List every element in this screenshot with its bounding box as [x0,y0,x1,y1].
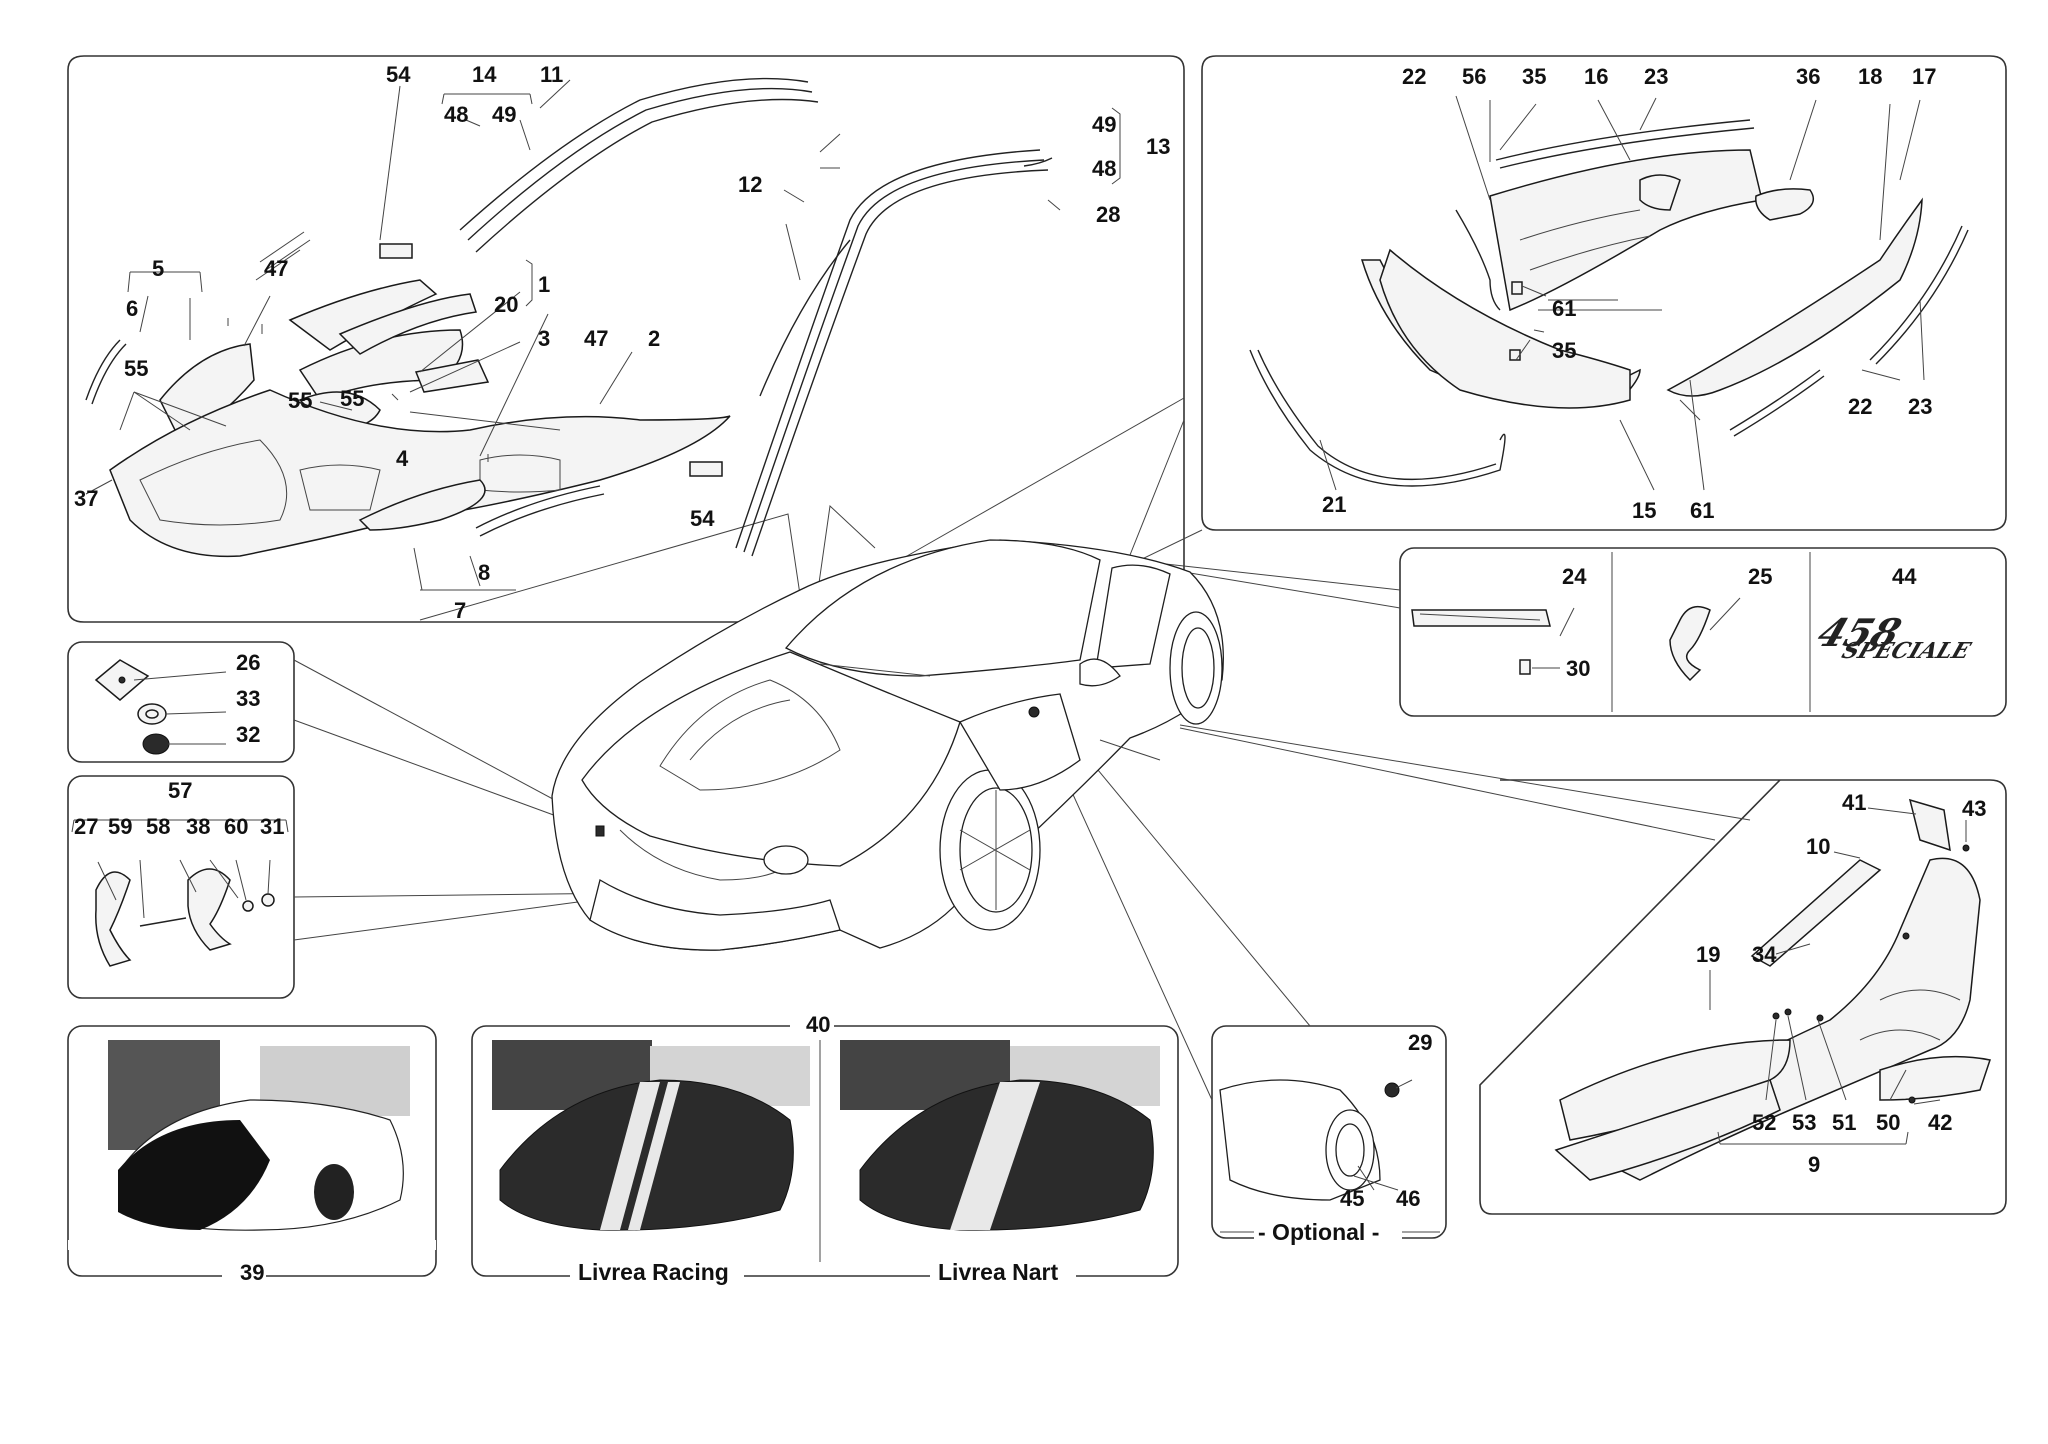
label: 53 [1792,1110,1816,1135]
label: 32 [236,722,260,747]
label: 54 [386,62,411,87]
photo-40-racing [492,1040,810,1231]
label: 58 [146,814,170,839]
label: 2 [648,326,660,351]
label: 55 [124,356,148,381]
label: 56 [1462,64,1486,89]
label: 18 [1858,64,1882,89]
label: 16 [1584,64,1608,89]
label: 59 [108,814,132,839]
label: 11 [540,62,563,87]
label: 17 [1912,64,1936,89]
label: 48 [444,102,468,127]
label: 47 [584,326,608,351]
label: 4 [396,446,409,471]
label: 40 [806,1012,830,1037]
label: 20 [494,292,518,317]
label: 34 [1752,942,1777,967]
label: 41 [1842,790,1866,815]
label: 1 [538,272,550,297]
label: 52 [1752,1110,1776,1135]
car-illustration [551,539,1224,951]
label: 43 [1962,796,1986,821]
right-bottom-parts [1554,798,1991,1181]
label: 28 [1096,202,1120,227]
label: 42 [1928,1110,1952,1135]
label: 48 [1092,156,1116,181]
label: 35 [1552,338,1576,363]
caption-gaps [222,1020,1402,1282]
label: 13 [1146,134,1170,159]
label: 12 [738,172,762,197]
label: 44 [1892,564,1917,589]
label: 25 [1748,564,1772,589]
label: 61 [1690,498,1714,523]
label: 15 [1632,498,1656,523]
label: 49 [492,102,516,127]
leader-lines [293,397,1751,1101]
label: 55 [340,386,364,411]
label: 26 [236,650,260,675]
livrea-nart-caption: Livrea Nart [938,1259,1059,1285]
label: 60 [224,814,248,839]
label: 24 [1562,564,1587,589]
label: 22 [1848,394,1872,419]
label: 35 [1522,64,1546,89]
top-right-parts [1249,95,1969,491]
label: 21 [1322,492,1346,517]
label: 57 [168,778,192,803]
label: 5 [152,256,164,281]
label: 3 [538,326,550,351]
optional-caption: - Optional - [1258,1219,1379,1245]
left-small-parts [71,659,289,967]
optional-parts [1219,1079,1440,1233]
callout-labels: 54 14 11 48 49 12 49 48 13 28 5 47 6 1 2… [74,62,1986,1285]
label: 38 [186,814,210,839]
label: 37 [74,486,98,511]
label: 10 [1806,834,1830,859]
label: 33 [236,686,260,711]
emblem-458-number: 458 [1811,611,1907,656]
label: 55 [288,388,312,413]
label: 6 [126,296,138,321]
label: 7 [454,598,466,623]
label: 36 [1796,64,1820,89]
label: 50 [1876,1110,1900,1135]
label: 22 [1402,64,1426,89]
livrea-racing-caption: Livrea Racing [578,1259,729,1285]
label: 61 [1552,296,1576,321]
label: 39 [240,1260,264,1285]
label: 19 [1696,942,1720,967]
label: 23 [1644,64,1668,89]
label: 49 [1092,112,1116,137]
label: 54 [690,506,715,531]
photo-39 [68,1040,436,1250]
photo-40-nart [840,1040,1160,1231]
label: 31 [260,814,284,839]
label: 45 [1340,1186,1364,1211]
label: 51 [1832,1110,1856,1135]
emblem-speciale-word: SPECIALE [1838,639,1974,664]
label: 27 [74,814,98,839]
label: 46 [1396,1186,1420,1211]
label: 14 [472,62,497,87]
label: 23 [1908,394,1932,419]
emblems: 458 SPECIALE [1411,597,1974,682]
top-left-parts [85,77,1121,591]
label: 29 [1408,1030,1432,1055]
label: 9 [1808,1152,1820,1177]
label: 8 [478,560,490,585]
label: 47 [264,256,288,281]
label: 30 [1566,656,1590,681]
